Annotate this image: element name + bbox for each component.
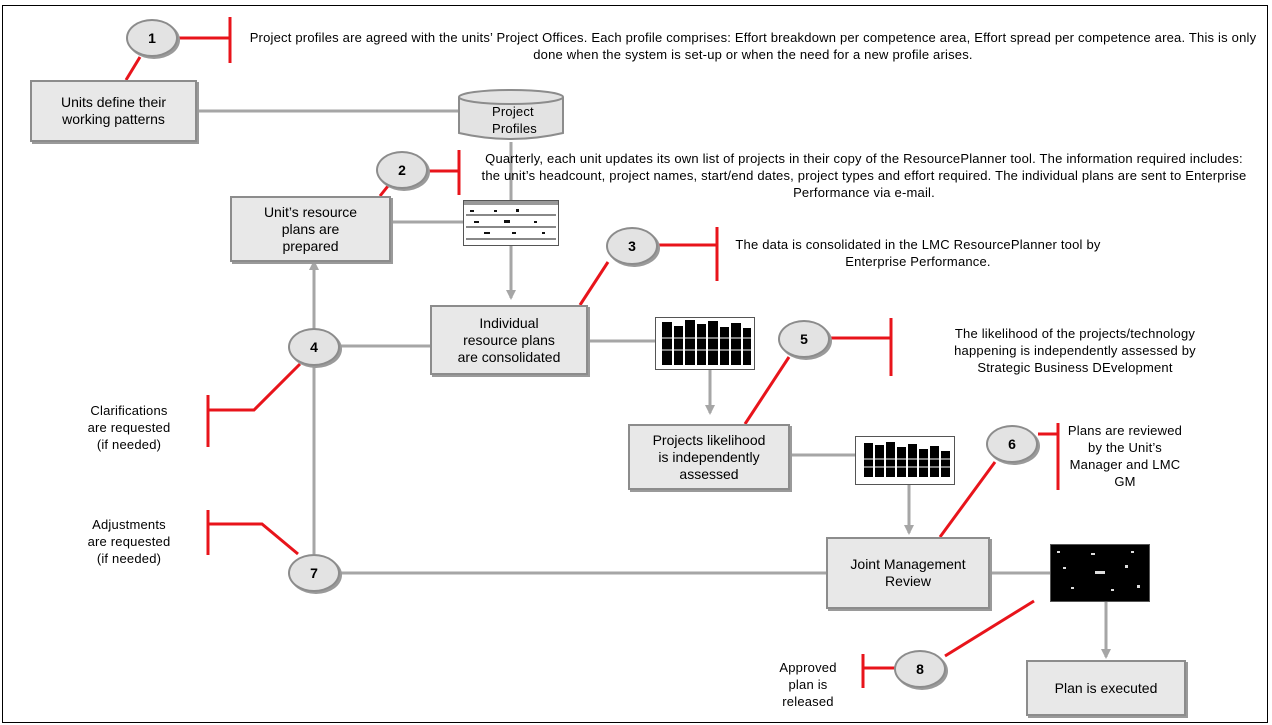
review-dashboard-thumbnail (1050, 544, 1150, 602)
callout-8-to-box (944, 599, 1035, 658)
consolidated-chart-thumbnail (655, 317, 755, 370)
callout-2-to-box (378, 185, 390, 197)
weighted-bars-icon (862, 442, 952, 477)
step-marker-3[interactable]: 3 (606, 227, 658, 265)
step-define-patterns[interactable]: Units define their working patterns (30, 80, 197, 142)
step-plan-executed[interactable]: Plan is executed (1026, 660, 1186, 716)
step-likelihood[interactable]: Projects likelihood is independently ass… (628, 424, 790, 490)
note-6: Plans are reviewed by the Unit’s Manager… (1067, 423, 1183, 489)
step-marker-1[interactable]: 1 (126, 19, 178, 57)
step-marker-5[interactable]: 5 (778, 320, 830, 358)
note-1: Project profiles are agreed with the uni… (249, 30, 1257, 62)
callout-7-to-note (208, 522, 299, 556)
project-profiles-datastore (458, 89, 564, 140)
stacked-bars-icon (656, 318, 754, 369)
step-marker-8[interactable]: 8 (894, 650, 946, 688)
callout-6-to-box (938, 461, 997, 538)
step-consolidated[interactable]: Individual resource plans are consolidat… (430, 305, 588, 375)
callout-5-to-box (743, 356, 791, 425)
step-joint-review[interactable]: Joint Management Review (826, 537, 990, 609)
planner-sheet-thumbnail (463, 200, 559, 246)
diagram-frame (2, 5, 1268, 723)
note-3: The data is consolidated in the LMC Reso… (735, 237, 1101, 269)
note-7: Adjustments are requested (if needed) (87, 517, 171, 566)
step-marker-6[interactable]: 6 (986, 425, 1038, 463)
note-2: Quarterly, each unit updates its own lis… (481, 151, 1247, 200)
note-5: The likelihood of the projects/technolog… (954, 326, 1196, 375)
step-marker-2[interactable]: 2 (376, 151, 428, 189)
dashboard-icon (1057, 551, 1140, 591)
step-marker-7[interactable]: 7 (288, 554, 340, 592)
step-plans-prepared[interactable]: Unit’s resource plans are prepared (230, 196, 391, 262)
callout-1-to-box (124, 56, 142, 81)
sheet-lines-icon (464, 201, 558, 240)
note-4: Clarifications are requested (if needed) (87, 403, 171, 452)
callout-4-to-note (208, 362, 302, 412)
datastore-label: Project Profiles (492, 104, 537, 136)
callout-3-to-box (578, 261, 610, 306)
note-8: Approved plan is released (779, 660, 837, 709)
step-marker-4[interactable]: 4 (288, 328, 340, 366)
likelihood-chart-thumbnail (855, 436, 955, 485)
